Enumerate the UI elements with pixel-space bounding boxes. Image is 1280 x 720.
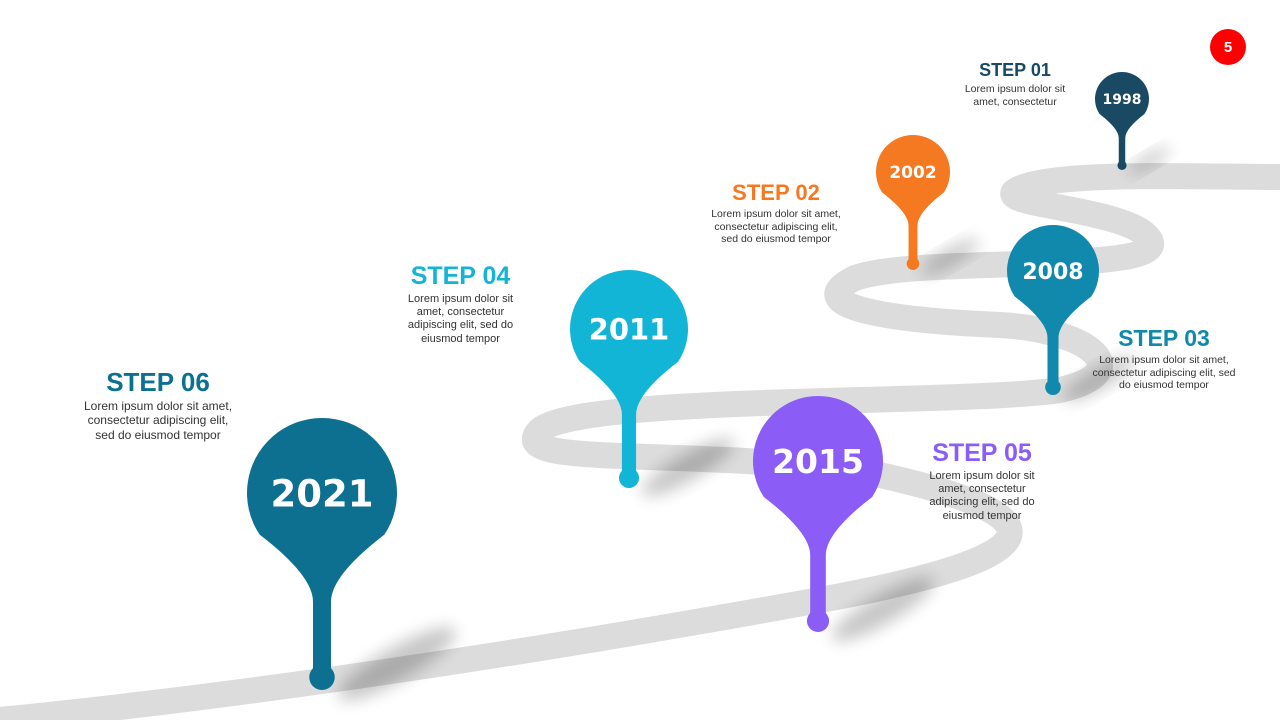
pin-year-label: 2008	[1022, 260, 1083, 285]
pin-tip	[1117, 160, 1127, 170]
pin-step06: 2021	[247, 418, 457, 701]
pin-body	[247, 418, 397, 670]
page-number-badge: 5	[1210, 29, 1246, 65]
pin-year-label: 2021	[271, 472, 374, 515]
step-01-title: STEP 01	[979, 60, 1051, 80]
pin-shadow	[1062, 356, 1136, 402]
step-05-title: STEP 05	[932, 439, 1032, 467]
pin-body	[570, 270, 689, 472]
step-06-title: STEP 06	[106, 367, 210, 397]
step-04-description: Lorem ipsum dolor sit amet, consectetur …	[407, 293, 514, 345]
winding-road	[0, 163, 1280, 720]
pin-tip	[618, 467, 640, 488]
pin-shadow	[641, 438, 735, 497]
pin-step02: 2002	[876, 135, 980, 276]
pin-year-label: 2015	[772, 442, 864, 481]
pin-shadow	[920, 238, 980, 276]
pin-year-label: 2011	[589, 312, 670, 346]
pin-body	[1095, 72, 1149, 163]
step-06-block: STEP 06 Lorem ipsum dolor sit amet, cons…	[83, 369, 233, 442]
pin-step04: 2011	[570, 270, 735, 497]
pin-tip	[806, 609, 830, 632]
step-04-title: STEP 04	[410, 262, 511, 290]
step-02-block: STEP 02 Lorem ipsum dolor sit amet, cons…	[705, 182, 847, 246]
pin-shadow	[337, 627, 457, 701]
step-02-title: STEP 02	[732, 180, 820, 205]
pin-year-label: 1998	[1103, 92, 1142, 108]
pin-step03: 2008	[1007, 224, 1136, 402]
pin-body	[753, 396, 883, 615]
pin-body	[1007, 224, 1099, 383]
pin-shadow	[1127, 147, 1171, 174]
step-04-block: STEP 04 Lorem ipsum dolor sit amet, cons…	[393, 264, 528, 346]
step-03-description: Lorem ipsum dolor sit amet, consectetur …	[1092, 354, 1236, 392]
pin-tip	[309, 664, 335, 690]
pin-step01: 1998	[1095, 72, 1171, 174]
step-05-description: Lorem ipsum dolor sit amet, consectetur …	[929, 470, 1035, 522]
step-03-block: STEP 03 Lorem ipsum dolor sit amet, cons…	[1092, 327, 1236, 392]
pin-tip	[1045, 379, 1061, 395]
pin-body	[876, 135, 950, 260]
step-06-description: Lorem ipsum dolor sit amet, consectetur …	[83, 399, 233, 442]
step-01-block: STEP 01 Lorem ipsum dolor sit amet, cons…	[960, 61, 1070, 108]
step-02-description: Lorem ipsum dolor sit amet, consectetur …	[711, 208, 841, 246]
step-03-title: STEP 03	[1118, 325, 1210, 351]
pin-shadow	[831, 577, 935, 642]
pin-step05: 2015	[753, 396, 935, 642]
pin-year-label: 2002	[889, 163, 936, 183]
step-05-block: STEP 05 Lorem ipsum dolor sit amet, cons…	[915, 441, 1049, 523]
step-01-description: Lorem ipsum dolor sit amet, consectetur	[964, 83, 1066, 108]
pin-tip	[906, 257, 920, 270]
